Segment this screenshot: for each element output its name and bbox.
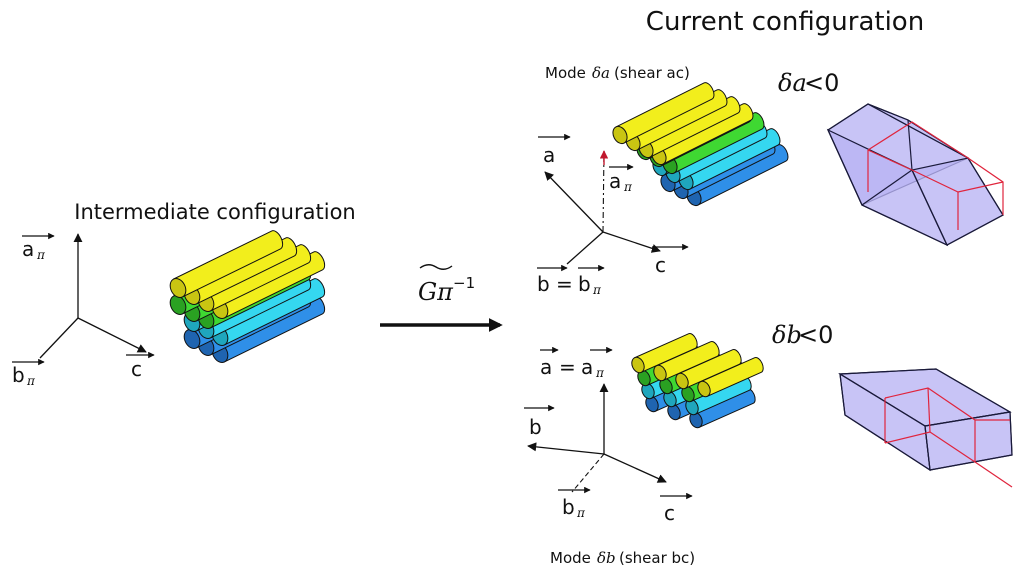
sheared-box-delta-a — [826, 103, 1004, 247]
mode-bottom-label: Mode δb (shear bc) — [550, 549, 695, 567]
fiber-cylinder — [634, 333, 698, 373]
svg-text:π: π — [623, 180, 633, 194]
top-axis-label-b-pi: b — [578, 272, 591, 296]
svg-text:Gπ: Gπ — [418, 278, 454, 306]
svg-text:π: π — [26, 374, 36, 388]
fiber-bundle-shear-ac — [612, 82, 789, 207]
svg-text:δa: δa — [778, 69, 807, 97]
svg-text:−1: −1 — [453, 274, 475, 292]
svg-text:π: π — [36, 248, 46, 262]
fiber-cylinder — [641, 96, 741, 158]
axis-label-c: c — [131, 357, 142, 381]
bottom-axis-label-a: a — [540, 355, 552, 379]
top-axis-label-a: a — [543, 143, 555, 167]
top-axis-label-b: b — [537, 272, 550, 296]
svg-text:Mode: Mode — [545, 64, 586, 82]
transform-label: Gπ −1 — [418, 264, 475, 306]
svg-text:π: π — [595, 366, 605, 380]
intermediate-configuration-title: Intermediate configuration — [74, 200, 355, 224]
svg-text:=: = — [559, 355, 576, 379]
svg-text:δb: δb — [772, 321, 802, 349]
fiber-cylinder — [615, 82, 715, 144]
mode-top-label: Mode δa (shear ac) — [545, 64, 690, 82]
svg-text:Mode: Mode — [550, 549, 591, 567]
condition-delta-a: δa <0 — [778, 69, 839, 97]
fiber-cylinder — [665, 112, 765, 174]
svg-text:<0: <0 — [804, 69, 839, 97]
fiber-cylinder — [628, 89, 728, 151]
bottom-axis-label-b: b — [529, 415, 542, 439]
axis-label-b-pi: b — [12, 363, 25, 387]
fiber-cylinder-end — [612, 125, 628, 145]
condition-delta-b: δb <0 — [772, 321, 833, 349]
bottom-axis-label-c: c — [664, 501, 675, 525]
fiber-cylinder — [681, 128, 781, 190]
bottom-axes: a = a π b b π c — [524, 346, 693, 525]
fiber-cylinder — [700, 357, 764, 397]
bottom-axis-label-a-pi: a — [581, 355, 593, 379]
fiber-cylinder — [654, 103, 754, 165]
top-axis-label-c: c — [655, 253, 666, 277]
svg-text:δa: δa — [592, 64, 610, 82]
fiber-cylinder-end — [169, 277, 187, 299]
fiber-cylinder-end — [631, 356, 645, 374]
axis-label-a-pi: a — [22, 237, 34, 261]
fiber-bundle-shear-bc — [631, 333, 764, 429]
fiber-cylinder — [656, 341, 720, 381]
top-axis-label-a-pi: a — [609, 169, 621, 193]
svg-text:π: π — [592, 283, 602, 297]
fiber-cylinder-end — [169, 294, 187, 316]
fiber-cylinder — [172, 230, 284, 298]
sheared-box-delta-b — [838, 368, 1013, 488]
fiber-cylinder — [678, 349, 742, 389]
svg-text:(shear ac): (shear ac) — [614, 64, 690, 82]
svg-text:<0: <0 — [798, 321, 833, 349]
fiber-bundle-intermediate — [169, 230, 326, 364]
svg-text:δb: δb — [597, 549, 616, 567]
intermediate-axes: a π b π c — [12, 232, 155, 388]
top-axes: a a π c b = b π — [537, 133, 689, 297]
current-configuration-title: Current configuration — [646, 7, 924, 37]
bottom-axis-label-b-pi: b — [562, 495, 575, 519]
svg-text:=: = — [556, 272, 573, 296]
svg-text:(shear bc): (shear bc) — [619, 549, 695, 567]
svg-text:π: π — [576, 506, 586, 520]
fiber-cylinder-end — [183, 328, 201, 350]
